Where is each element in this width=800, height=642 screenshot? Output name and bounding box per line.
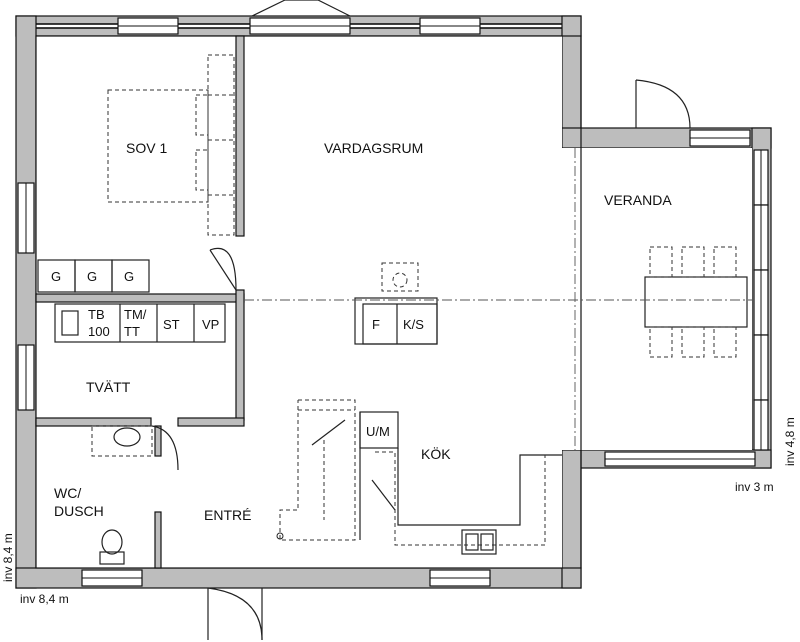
fixture-ks: K/S [403, 317, 424, 332]
room-veranda: VERANDA [604, 192, 672, 208]
fixture-tb: TB [88, 307, 105, 322]
fixture-f: F [372, 317, 380, 332]
fixture-tt: TT [124, 324, 140, 339]
kitchen-counter [359, 411, 562, 555]
room-entre: ENTRÉ [204, 507, 251, 523]
closets [37, 259, 150, 293]
dim-bottom: inv 8,4 m [20, 592, 69, 606]
fixture-um: U/M [366, 424, 390, 439]
room-tvatt: TVÄTT [86, 379, 131, 395]
laundry-counter [54, 303, 226, 343]
dim-right-vertical: inv 4,8 m [783, 417, 797, 466]
staircase [276, 399, 356, 541]
room-wc: WC/ [54, 485, 81, 501]
top-bay [251, 0, 351, 17]
dim-right-bottom: inv 3 m [735, 480, 774, 494]
room-vardagsrum: VARDAGSRUM [324, 140, 423, 156]
windows [17, 17, 769, 587]
fixture-st: ST [163, 317, 180, 332]
closet-g3: G [124, 269, 134, 284]
wc-fixtures [91, 425, 153, 565]
veranda-table [644, 246, 748, 358]
fixture-vp: VP [202, 317, 219, 332]
wardrobe [207, 54, 235, 236]
kitchen-island [354, 297, 438, 345]
fixture-tb-size: 100 [88, 324, 110, 339]
room-kok: KÖK [421, 445, 451, 462]
interior-walls [35, 35, 245, 569]
room-sov1: SOV 1 [126, 140, 167, 156]
fixture-tm: TM/ [124, 307, 147, 322]
fireplace [381, 262, 419, 292]
closet-g2: G [87, 269, 97, 284]
dim-left-vertical: inv 8,4 m [1, 533, 15, 582]
room-dusch: DUSCH [54, 503, 104, 519]
closet-g1: G [51, 269, 61, 284]
doors [151, 79, 691, 641]
